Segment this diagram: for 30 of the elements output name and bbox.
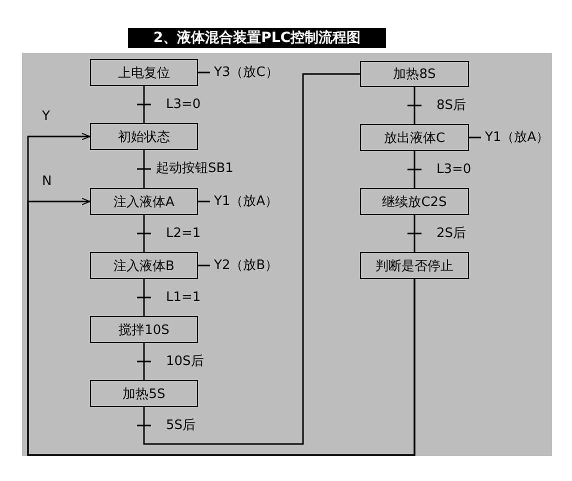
output-label: Y1（放A）: [214, 194, 278, 210]
connector-line: [414, 215, 416, 252]
connector-line: [143, 86, 145, 123]
edge-label: 8S后: [436, 98, 466, 114]
step-box: 判断是否停止: [360, 252, 469, 279]
edge-label: 10S后: [166, 354, 204, 370]
step-box: 加热8S: [360, 61, 469, 87]
step-box: 加热5S: [90, 380, 198, 407]
step-box: 注入液体B: [90, 252, 198, 279]
output-label: Y2（放B）: [214, 258, 278, 274]
connector-line: [414, 151, 416, 188]
step-box: 继续放C2S: [360, 188, 469, 215]
step-box: 放出液体C: [360, 124, 469, 151]
connector-line: [143, 215, 145, 252]
connector-line: [414, 87, 416, 124]
output-label: Y1（放A）: [485, 130, 550, 146]
connector-line: [143, 343, 145, 380]
step-box: 初始状态: [90, 123, 198, 150]
edge-label: 2S后: [436, 226, 466, 242]
title-banner: 2、液体混合装置PLC控制流程图: [128, 28, 386, 48]
step-box: 注入液体A: [90, 188, 198, 215]
arrow: [27, 198, 416, 456]
step-box: 搅拌10S: [90, 316, 198, 343]
connector-line: [143, 279, 145, 316]
connector-line: [143, 73, 360, 445]
output-label: Y3（放C）: [214, 64, 278, 80]
connector-line: [143, 150, 145, 188]
edge-label: 起动按钮SB1: [156, 161, 234, 177]
step-box: 上电复位: [90, 59, 198, 86]
edge-label: 5S后: [166, 418, 196, 434]
